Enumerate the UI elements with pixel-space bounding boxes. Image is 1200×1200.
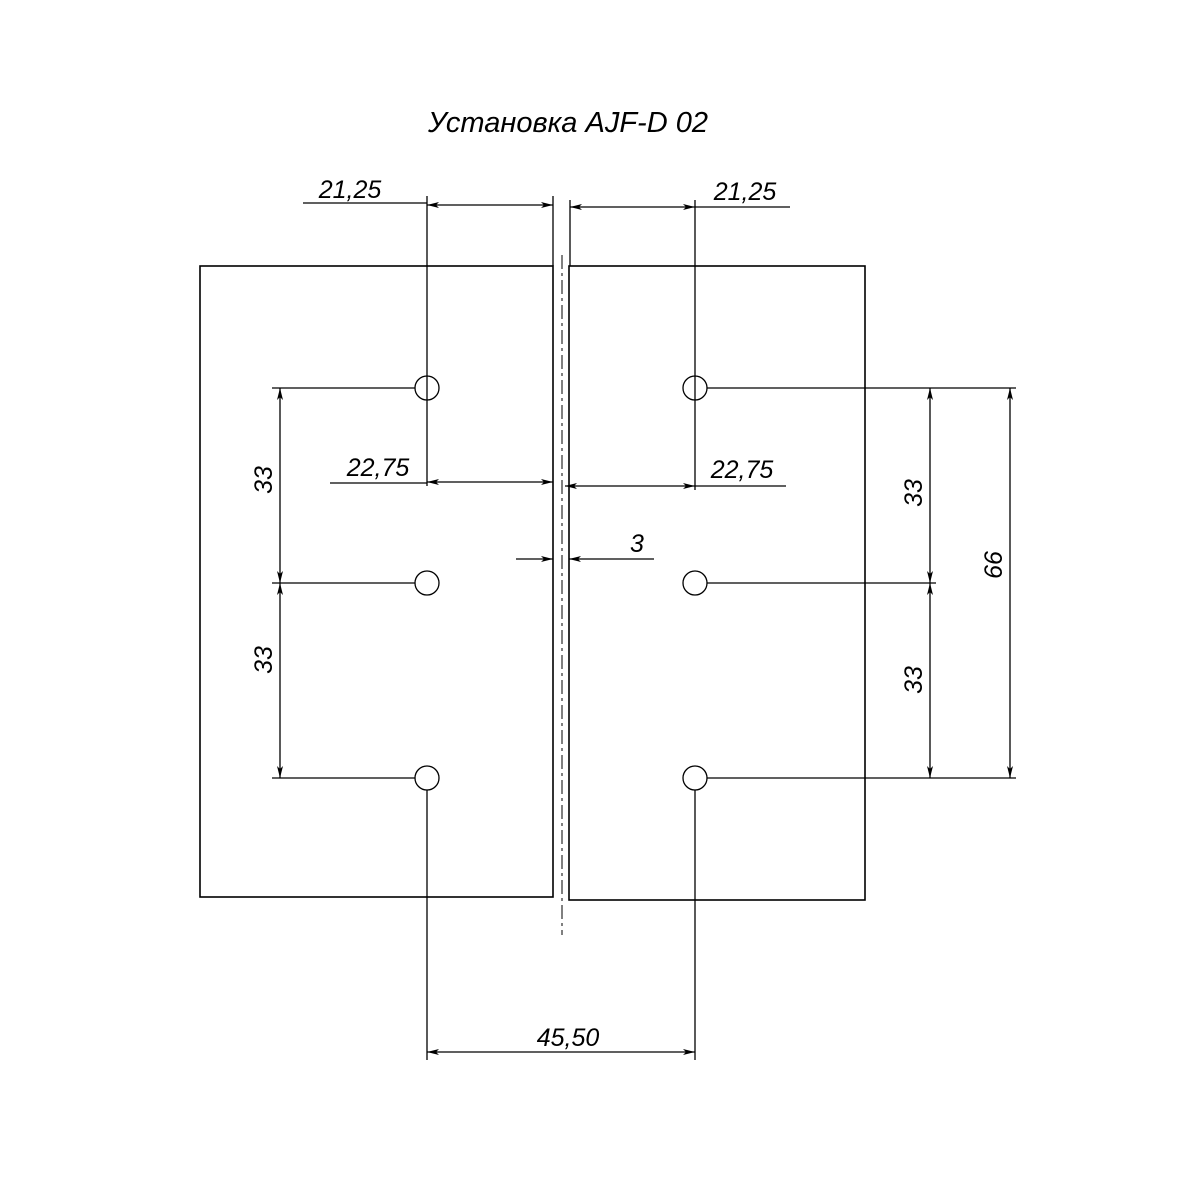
dim-label-bottom: 45,50 <box>537 1024 600 1052</box>
drawing-title: Установка AJF-D 02 <box>427 107 708 139</box>
hole <box>414 570 440 596</box>
hole <box>414 765 440 791</box>
dim-label-left-lower: 33 <box>250 646 278 674</box>
dim-label-right-upper: 33 <box>900 479 928 507</box>
hole <box>682 765 708 791</box>
hole <box>682 570 708 596</box>
dim-label-gap: 3 <box>630 530 644 558</box>
dim-label-top-right: 21,25 <box>713 178 777 206</box>
left-plate <box>199 265 554 898</box>
dim-label-left-upper: 33 <box>250 466 278 494</box>
dim-label-mid-left: 22,75 <box>346 454 410 482</box>
extension-lines <box>272 196 1016 1060</box>
dim-label-mid-right: 22,75 <box>710 456 774 484</box>
dim-label-top-left: 21,25 <box>318 176 382 204</box>
holes <box>414 375 708 791</box>
dim-label-right-total: 66 <box>980 551 1008 579</box>
dim-label-right-lower: 33 <box>900 666 928 694</box>
